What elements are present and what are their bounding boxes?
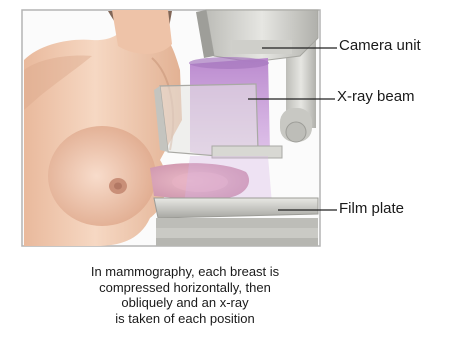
caption: In mammography, each breast is compresse… (20, 264, 350, 326)
caption-line: In mammography, each breast is (20, 264, 350, 280)
camera-unit-shape (206, 10, 318, 62)
caption-line: is taken of each position (20, 311, 350, 327)
camera-unit-label: Camera unit (339, 37, 421, 54)
caption-line: compressed horizontally, then (20, 280, 350, 296)
film-plate-label: Film plate (339, 200, 404, 217)
xray-beam-label: X-ray beam (337, 88, 415, 105)
neck-shape (112, 10, 172, 54)
caption-line: obliquely and an x-ray (20, 295, 350, 311)
film-plate-shape (154, 198, 318, 218)
compression-paddle (160, 84, 258, 156)
visible-breast (48, 126, 156, 226)
